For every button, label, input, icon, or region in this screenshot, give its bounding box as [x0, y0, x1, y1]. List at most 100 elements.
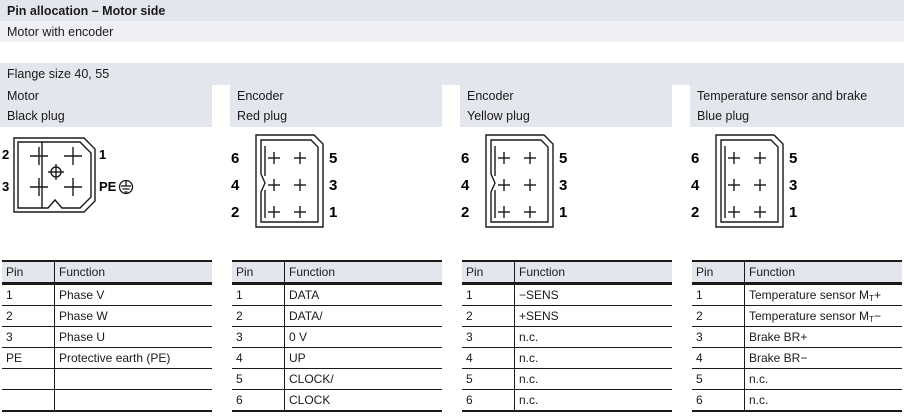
pin-cell: 1 — [232, 283, 285, 306]
blue-pin-label-5: 5 — [789, 150, 797, 167]
protective-earth-icon — [118, 179, 134, 195]
col-header-4 — [690, 85, 904, 127]
col-3-title: Encoder — [467, 89, 514, 103]
red-pin-label-6: 6 — [231, 150, 239, 167]
function-cell: Temperature sensor MT+ — [744, 283, 902, 306]
function-cell: n.c. — [514, 389, 672, 412]
function-cell: DATA — [284, 283, 442, 306]
pin-cell: 6 — [692, 389, 745, 412]
function-cell: 0 V — [284, 326, 442, 348]
flange-bar — [0, 63, 904, 85]
pin-cell: 6 — [232, 389, 285, 412]
yellow-pin-label-3: 3 — [559, 177, 567, 194]
col-1-title: Motor — [7, 89, 39, 103]
table-header-pin: Pin — [232, 260, 285, 285]
blue-pin-label-6: 6 — [691, 150, 699, 167]
col-header-3 — [460, 85, 672, 127]
red-plug-diagram: 6 4 2 5 3 1 — [231, 134, 337, 228]
pin-cell: 5 — [462, 368, 515, 390]
function-cell: n.c. — [514, 347, 672, 369]
pin-cell: 3 — [462, 326, 515, 348]
function-cell: Phase U — [54, 326, 212, 348]
blue-pin-label-2: 2 — [691, 204, 699, 221]
function-cell: CLOCK/ — [284, 368, 442, 390]
table-row — [2, 368, 212, 390]
table-header-function: Function — [514, 260, 672, 285]
function-cell: n.c. — [514, 368, 672, 390]
table-header-function: Function — [54, 260, 212, 285]
page-subtitle: Motor with encoder — [7, 25, 114, 39]
pin-cell: 1 — [462, 283, 515, 306]
title-bar — [0, 0, 904, 21]
red-pin-label-4: 4 — [231, 177, 240, 194]
col-header-2 — [230, 85, 442, 127]
col-1-plug: Black plug — [7, 109, 65, 123]
motor-pin-label-pe: PE — [99, 179, 117, 194]
function-cell: UP — [284, 347, 442, 369]
pin-cell: 5 — [232, 368, 285, 390]
pin-cell: 1 — [692, 283, 745, 306]
pin-cell: 4 — [692, 347, 745, 369]
pin-cell — [2, 389, 55, 412]
pin-cell: 3 — [2, 326, 55, 348]
col-header-1 — [0, 85, 212, 127]
pin-cell: 6 — [462, 389, 515, 412]
pin-cell: 4 — [232, 347, 285, 369]
pin-cell: 2 — [232, 305, 285, 327]
pin-cell: 3 — [692, 326, 745, 348]
table-row: 2+SENS — [462, 305, 672, 327]
function-cell: n.c. — [744, 389, 902, 412]
col-2-title: Encoder — [237, 89, 284, 103]
function-cell: n.c. — [744, 368, 902, 390]
function-cell: Phase W — [54, 305, 212, 327]
pin-cell: 4 — [462, 347, 515, 369]
yellow-pin-label-5: 5 — [559, 150, 567, 167]
function-cell: Brake BR+ — [744, 326, 902, 348]
motor-pin-label-2: 2 — [2, 147, 9, 162]
red-pin-label-1: 1 — [329, 204, 337, 221]
function-cell: Temperature sensor MT− — [744, 305, 902, 327]
col-3-plug: Yellow plug — [467, 109, 530, 123]
yellow-plug-diagram: 6 4 2 5 3 1 — [461, 134, 567, 228]
page-title: Pin allocation – Motor side — [7, 4, 166, 18]
blue-plug-diagram: 6 4 2 5 3 1 — [691, 134, 797, 228]
yellow-pin-label-2: 2 — [461, 204, 469, 221]
table-row — [2, 389, 212, 412]
pin-cell: 2 — [692, 305, 745, 327]
pin-cell: 2 — [462, 305, 515, 327]
col-4-plug: Blue plug — [697, 109, 750, 123]
flange-size: Flange size 40, 55 — [7, 67, 110, 81]
table-header-pin: Pin — [462, 260, 515, 285]
function-cell: Phase V — [54, 283, 212, 306]
function-cell: n.c. — [514, 326, 672, 348]
pin-cell: 3 — [232, 326, 285, 348]
function-cell: −SENS — [514, 283, 672, 306]
function-cell: CLOCK — [284, 389, 442, 412]
yellow-pin-label-4: 4 — [461, 177, 470, 194]
red-pin-label-3: 3 — [329, 177, 337, 194]
pin-cell: 1 — [2, 283, 55, 306]
function-cell — [54, 389, 212, 412]
yellow-pin-label-6: 6 — [461, 150, 469, 167]
